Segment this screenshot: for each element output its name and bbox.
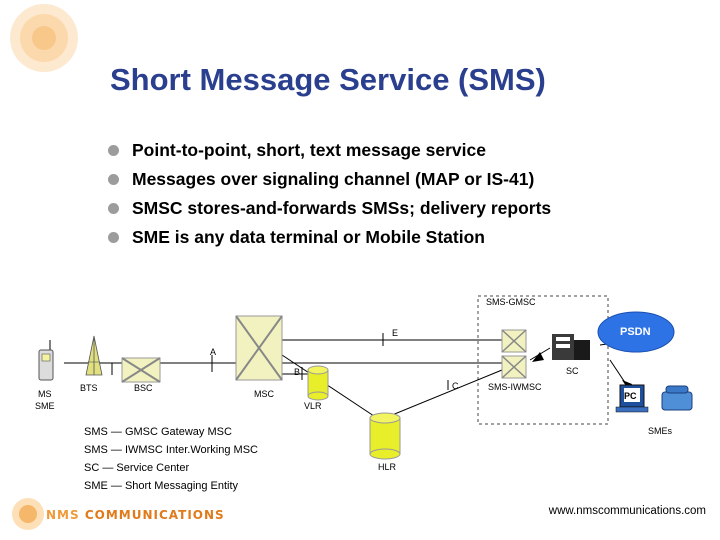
bullet-text: SME is any data terminal or Mobile Stati… [132,227,485,247]
company-logo-text: NMS COMMUNICATIONS [46,508,225,522]
sms-iwmsc-node-icon [501,355,527,379]
bullet-item: Messages over signaling channel (MAP or … [108,165,551,194]
decorative-circles [10,4,78,72]
bullet-dot [108,232,119,243]
glossary-item: SMS — GMSC Gateway MSC [84,426,232,438]
bullet-text: SMSC stores-and-forwards SMSs; delivery … [132,198,552,218]
logo-nms: NMS [46,508,80,522]
bsc-node-icon [121,357,161,383]
glossary-item: SME — Short Messaging Entity [84,480,239,492]
psdn-cloud-icon [597,311,675,353]
vlr-label: VLR [304,401,322,411]
glossary-item: SC — Service Center [84,462,190,474]
psdn-label: PSDN [620,326,651,338]
smes-label: SMEs [648,426,673,436]
sme-label: SME [35,401,55,411]
hlr-label: HLR [378,462,397,472]
c-interface-label: C [452,381,459,391]
mobile-station-icon [38,340,54,381]
msc-label: MSC [254,389,274,399]
bts-label: BTS [80,383,98,393]
sms-gmsc-node-icon [501,329,527,353]
e-interface-label: E [392,328,399,338]
sc-label: SC [566,366,579,376]
glossary-item: SMS — IWMSC Inter.Working MSC [84,444,258,456]
bullet-text: Messages over signaling channel (MAP or … [132,169,535,189]
bullet-dot [108,203,119,214]
website-url: www.nmscommunications.com [548,505,706,517]
bullet-dot [108,174,119,185]
b-interface-label: B [294,367,301,377]
sms-gmsc-boundary [477,295,609,425]
sms-gmsc-label: SMS-GMSC [486,297,536,307]
bullet-dot [108,145,119,156]
vlr-database-icon [307,365,329,401]
bts-antenna-icon [85,335,103,376]
bullet-item: Point-to-point, short, text message serv… [108,136,551,165]
service-center-icon [552,334,590,360]
a-interface-label: A [210,347,217,357]
pc-icon [615,384,649,413]
bullet-item: SME is any data terminal or Mobile Stati… [108,223,551,252]
telephone-icon [661,385,693,411]
pc-label: PC [624,391,637,401]
bullet-list: Point-to-point, short, text message serv… [108,136,551,252]
ms-label: MS [38,389,52,399]
nms-logo-icon [12,498,44,530]
bullet-text: Point-to-point, short, text message serv… [132,140,486,160]
logo-communications: COMMUNICATIONS [84,508,225,522]
page-title: Short Message Service (SMS) [110,62,546,97]
sms-iwmsc-label: SMS-IWMSC [488,382,542,392]
acronym-glossary: SMS — GMSC Gateway MSC SMS — IWMSC Inter… [84,423,258,495]
bullet-item: SMSC stores-and-forwards SMSs; delivery … [108,194,551,223]
bsc-label: BSC [134,383,153,393]
msc-node-icon [235,315,283,381]
hlr-database-icon [369,412,401,460]
